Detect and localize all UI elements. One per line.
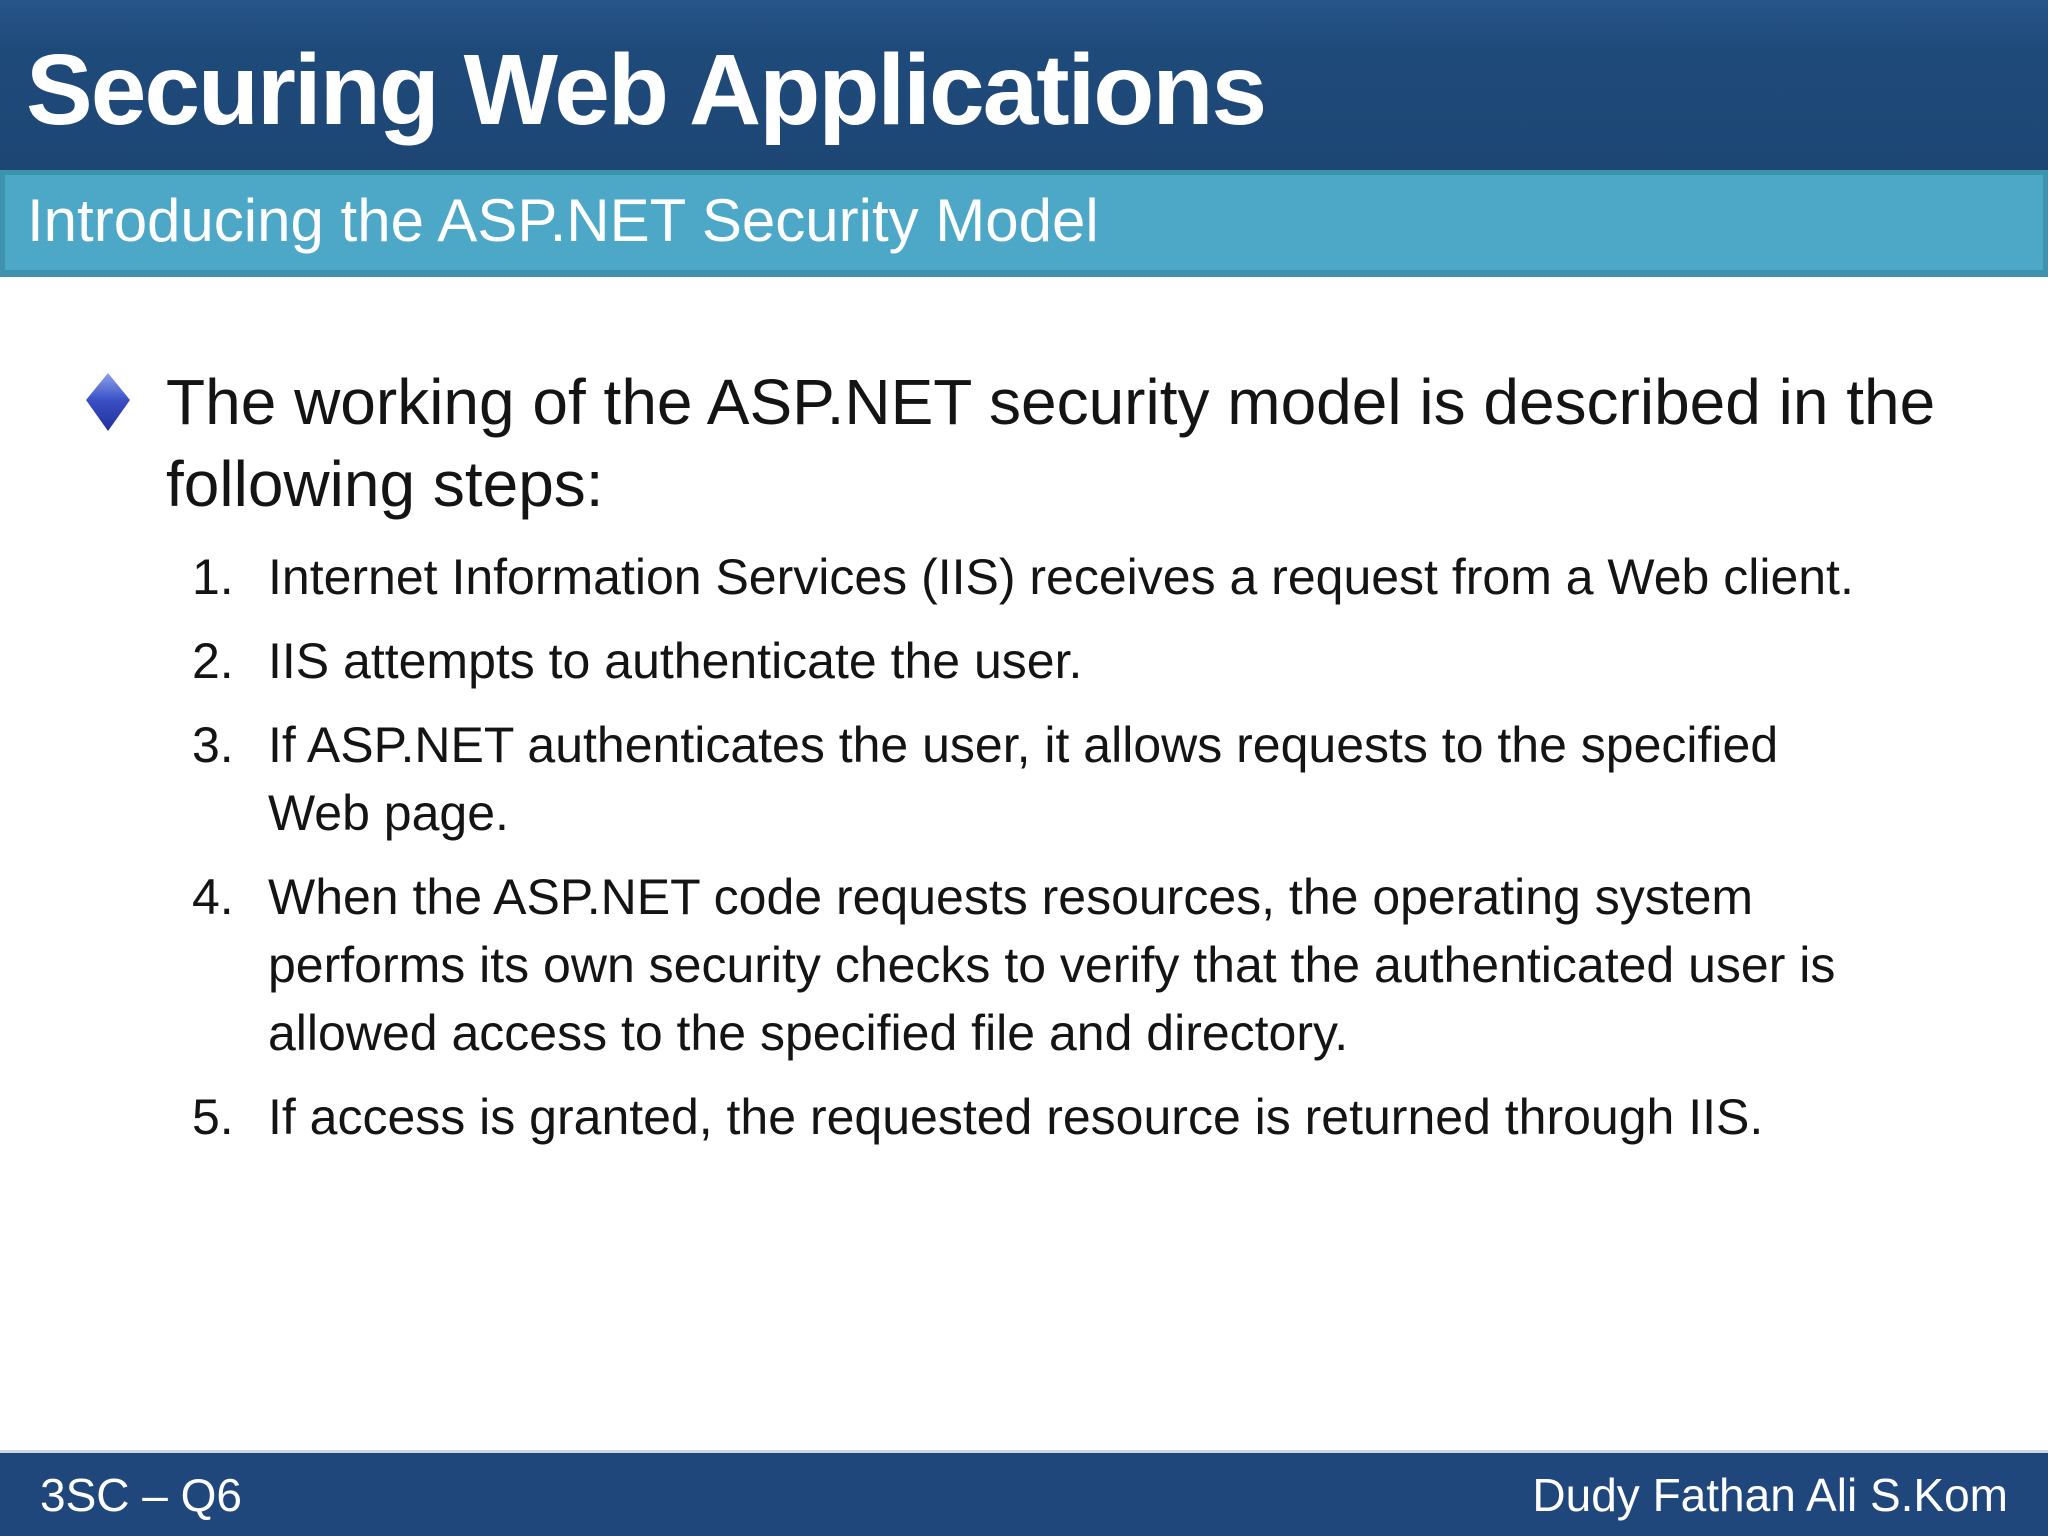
slide-subtitle: Introducing the ASP.NET Security Model [27, 187, 1099, 254]
step-number: 3. [192, 717, 234, 773]
step-item-4: 4. When the ASP.NET code requests resour… [192, 863, 2048, 1067]
slide-body: The working of the ASP.NET security mode… [0, 277, 2048, 1448]
step-item-2: 2. IIS attempts to authenticate the user… [192, 627, 2048, 695]
step-text: If ASP.NET authenticates the user, it al… [268, 717, 1779, 841]
step-item-5: 5. If access is granted, the requested r… [192, 1083, 2048, 1151]
footer-bar: 3SC – Q6 Dudy Fathan Ali S.Kom [0, 1450, 2048, 1536]
step-item-3: 3. If ASP.NET authenticates the user, it… [192, 711, 2048, 847]
step-item-1: 1. Internet Information Services (IIS) r… [192, 543, 2048, 611]
step-number: 2. [192, 633, 234, 689]
step-text: IIS attempts to authenticate the user. [268, 633, 1083, 689]
step-number: 5. [192, 1089, 234, 1145]
step-number: 1. [192, 549, 234, 605]
step-number: 4. [192, 869, 234, 925]
step-text: Internet Information Services (IIS) rece… [268, 549, 1854, 605]
steps-list: 1. Internet Information Services (IIS) r… [192, 543, 2048, 1151]
intro-bullet-text: The working of the ASP.NET security mode… [166, 366, 1936, 520]
footer-slide-code: 3SC – Q6 [40, 1468, 242, 1521]
slide-title: Securing Web Applications [26, 33, 1267, 146]
step-text: When the ASP.NET code requests resources… [268, 869, 1836, 1061]
diamond-bullet-icon [86, 373, 130, 431]
intro-bullet-row: The working of the ASP.NET security mode… [86, 361, 2048, 525]
step-text: If access is granted, the requested reso… [268, 1089, 1764, 1145]
title-bar: Securing Web Applications [0, 0, 2048, 170]
footer-author: Dudy Fathan Ali S.Kom [1532, 1468, 2008, 1521]
subtitle-bar: Introducing the ASP.NET Security Model [0, 170, 2048, 277]
